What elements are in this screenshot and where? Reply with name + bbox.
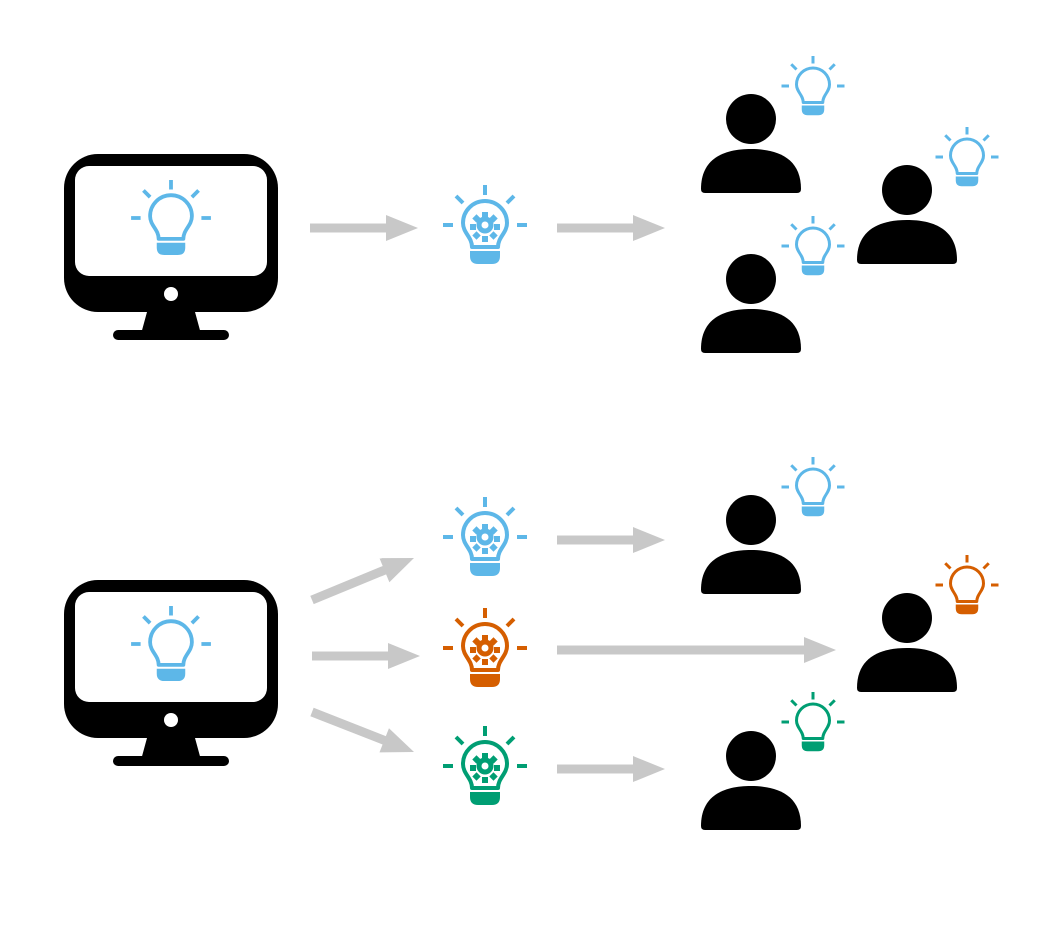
person-top-3-lightbulb-icon: [781, 216, 845, 276]
person-icon-bottom-1: [701, 495, 801, 594]
person-bottom-1-lightbulb-icon: [781, 457, 845, 517]
person-icon-top-1: [701, 94, 801, 193]
lightbulb-gear-icon-orange: [443, 608, 527, 687]
arrow-right-icon-orange-out: [557, 637, 836, 663]
lightbulb-gear-orange-gear-icon: [470, 635, 500, 665]
arrow-right-icon-bottom-mid: [312, 643, 420, 669]
person-bottom-3-lightbulb-icon: [781, 692, 845, 752]
computer-monitor-icon-top-idea-icon: [131, 179, 211, 256]
person-bottom-2-lightbulb-icon: [935, 555, 999, 615]
person-icon-bottom-3: [701, 731, 801, 830]
arrow-right-icon-blue-out: [557, 527, 665, 553]
lightbulb-gear-top-gear-icon: [470, 212, 500, 242]
lightbulb-gear-icon-top: [443, 185, 527, 264]
computer-monitor-icon-top: [64, 154, 278, 340]
arrow-right-icon-green-out: [557, 756, 665, 782]
arrow-right-icon-top-2: [557, 215, 665, 241]
person-icon-bottom-2: [857, 593, 957, 692]
lightbulb-gear-green-gear-icon: [470, 753, 500, 783]
lightbulb-gear-icon-blue: [443, 497, 527, 576]
lightbulb-gear-icon-green: [443, 726, 527, 805]
person-icon-top-3: [701, 254, 801, 353]
person-icon-top-2: [857, 165, 957, 264]
arrow-right-icon-top-1: [310, 215, 418, 241]
arrow-right-icon-bottom-down: [310, 707, 414, 753]
computer-monitor-icon-bottom: [64, 580, 278, 766]
person-top-2-lightbulb-icon: [935, 127, 999, 187]
lightbulb-gear-blue-gear-icon: [470, 524, 500, 554]
computer-monitor-icon-bottom-idea-icon: [131, 605, 211, 682]
arrow-right-icon-bottom-up: [310, 558, 414, 605]
person-top-1-lightbulb-icon: [781, 56, 845, 116]
